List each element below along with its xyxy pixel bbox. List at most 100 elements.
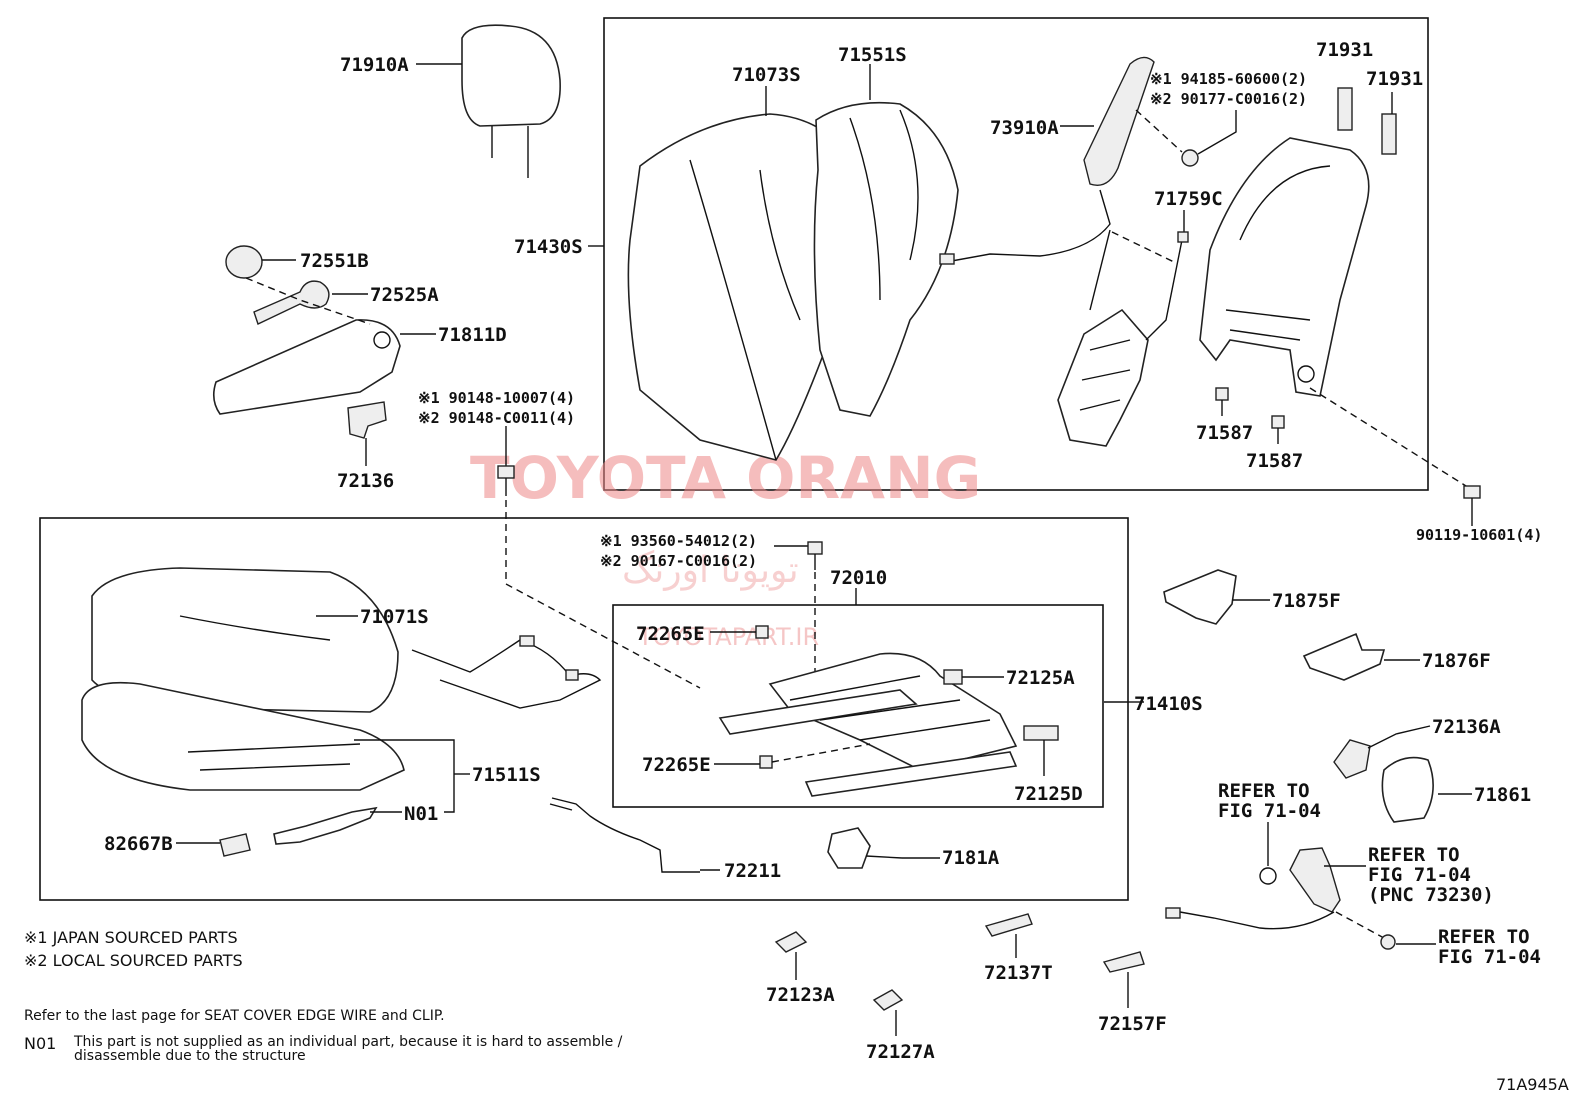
label-71861: 71861 xyxy=(1474,784,1531,806)
adjuster-group-frame xyxy=(612,604,1104,808)
rod-72211 xyxy=(549,797,700,873)
headrest-drawing xyxy=(461,24,561,178)
label-72127A: 72127A xyxy=(866,1041,935,1063)
clip-71587b xyxy=(1271,415,1285,429)
label-72123A: 72123A xyxy=(766,984,835,1006)
figure-code: 71A945A xyxy=(1496,1075,1569,1094)
label-72551B: 72551B xyxy=(300,250,369,272)
ring-icon xyxy=(1259,867,1277,885)
bracket-72136 xyxy=(347,401,387,439)
refer3-line1: REFER TO xyxy=(1438,926,1530,948)
label-71073S: 71073S xyxy=(732,64,801,86)
watermark-main: TOYOTA ORANG xyxy=(470,444,981,512)
screw-icon xyxy=(807,541,823,570)
clip-72265E-a xyxy=(755,625,769,639)
label-72265E-a: 72265E xyxy=(636,623,705,645)
label-90119: 90119-10601(4) xyxy=(1416,526,1542,544)
cover-72137T xyxy=(984,913,1033,937)
seatback-pad-71073S xyxy=(627,113,859,461)
lumbar-support-71759C xyxy=(1057,229,1183,447)
label-72136: 72136 xyxy=(337,470,394,492)
bolt-note-1: ※1 90148-10007(4) xyxy=(418,389,575,407)
note-local: ※2 LOCAL SOURCED PARTS xyxy=(24,951,243,970)
label-72525A: 72525A xyxy=(370,284,439,306)
clip-72127A xyxy=(872,989,904,1011)
nut-note-2: ※2 90177-C0016(2) xyxy=(1150,90,1307,108)
harness-7181A xyxy=(827,827,903,869)
label-72125A: 72125A xyxy=(1006,667,1075,689)
label-71587b: 71587 xyxy=(1246,450,1303,472)
lever-72136A xyxy=(1333,739,1371,779)
seat-adjuster-frame xyxy=(718,652,1018,797)
shield-71875F xyxy=(1163,569,1237,625)
wire-harness xyxy=(411,635,602,709)
label-72157F: 72157F xyxy=(1098,1013,1167,1035)
refer1-line1: REFER TO xyxy=(1218,780,1310,802)
cover-71861 xyxy=(1381,756,1434,823)
watermark-url: TOYOTAPART.IR xyxy=(637,623,819,651)
label-72125D: 72125D xyxy=(1014,783,1083,805)
cover-72125A xyxy=(943,669,963,685)
switch-assy xyxy=(1165,847,1341,930)
cushion-cover-71511S xyxy=(81,681,405,791)
cover-72125D xyxy=(1023,725,1059,741)
label-71071S: 71071S xyxy=(360,606,429,628)
cover-72157F xyxy=(1102,951,1145,973)
side-airbag-73910A xyxy=(939,56,1155,265)
shield-71876F xyxy=(1302,632,1386,681)
sensor-82667B xyxy=(219,833,251,857)
refer2-line2: FIG 71-04 xyxy=(1368,864,1471,886)
refer2-line1: REFER TO xyxy=(1368,844,1460,866)
label-71875F: 71875F xyxy=(1272,590,1341,612)
label-71511S: 71511S xyxy=(472,764,541,786)
label-N01: N01 xyxy=(404,803,438,825)
label-72136A: 72136A xyxy=(1432,716,1501,738)
note-n01-line2: disassemble due to the structure xyxy=(74,1048,306,1064)
label-71876F: 71876F xyxy=(1422,650,1491,672)
note-japan: ※1 JAPAN SOURCED PARTS xyxy=(24,928,238,947)
label-72265E-b: 72265E xyxy=(642,754,711,776)
note-n01-code: N01 xyxy=(24,1034,56,1053)
seatback-cover-71551S xyxy=(813,101,959,417)
label-72137T: 72137T xyxy=(984,962,1053,984)
clip-71587a xyxy=(1215,387,1229,401)
label-71931b: 71931 xyxy=(1366,68,1423,90)
label-72211: 72211 xyxy=(724,860,781,882)
screw-note-2: ※2 90167-C0016(2) xyxy=(600,552,757,570)
seatback-group-frame xyxy=(603,17,1429,491)
note-n01-line1: This part is not supplied as an individu… xyxy=(73,1034,623,1050)
refer2-line3: (PNC 73230) xyxy=(1368,884,1494,906)
nut-note-1: ※1 94185-60600(2) xyxy=(1150,70,1307,88)
watermark-arabic: تویوتا اورنگ xyxy=(622,549,799,591)
label-72010: 72010 xyxy=(830,567,887,589)
clip-72265E-b xyxy=(759,755,773,769)
label-71430S: 71430S xyxy=(514,236,583,258)
label-71910A: 71910A xyxy=(340,54,409,76)
bolt-note-2: ※2 90148-C0011(4) xyxy=(418,409,575,427)
edge-wire-N01 xyxy=(273,806,378,845)
label-82667B: 82667B xyxy=(104,833,173,855)
label-73910A: 73910A xyxy=(990,117,1059,139)
stay-bushing-71931a xyxy=(1337,87,1353,131)
refer1-line2: FIG 71-04 xyxy=(1218,800,1321,822)
nut-icon xyxy=(1181,149,1199,167)
bolt-90119-icon xyxy=(1463,485,1481,499)
note-refer-last: Refer to the last page for SEAT COVER ED… xyxy=(24,1008,445,1024)
stay-bushing-71931b xyxy=(1381,113,1397,155)
seatback-frame xyxy=(1199,137,1370,397)
recliner-cover-71811D xyxy=(212,319,401,415)
clip-72123A xyxy=(774,931,808,953)
label-71587a: 71587 xyxy=(1196,422,1253,444)
label-7181A: 7181A xyxy=(942,847,1000,869)
knob-72551B xyxy=(225,245,263,279)
label-71811D: 71811D xyxy=(438,324,507,346)
label-71931a: 71931 xyxy=(1316,39,1373,61)
label-71759C: 71759C xyxy=(1154,188,1223,210)
lever-72525A xyxy=(253,280,330,325)
label-71410S: 71410S xyxy=(1134,693,1203,715)
cushion-group-frame xyxy=(39,517,1129,901)
nut-ref-icon xyxy=(1380,934,1396,950)
bolt-icon xyxy=(497,465,515,496)
screw-note-1: ※1 93560-54012(2) xyxy=(600,532,757,550)
